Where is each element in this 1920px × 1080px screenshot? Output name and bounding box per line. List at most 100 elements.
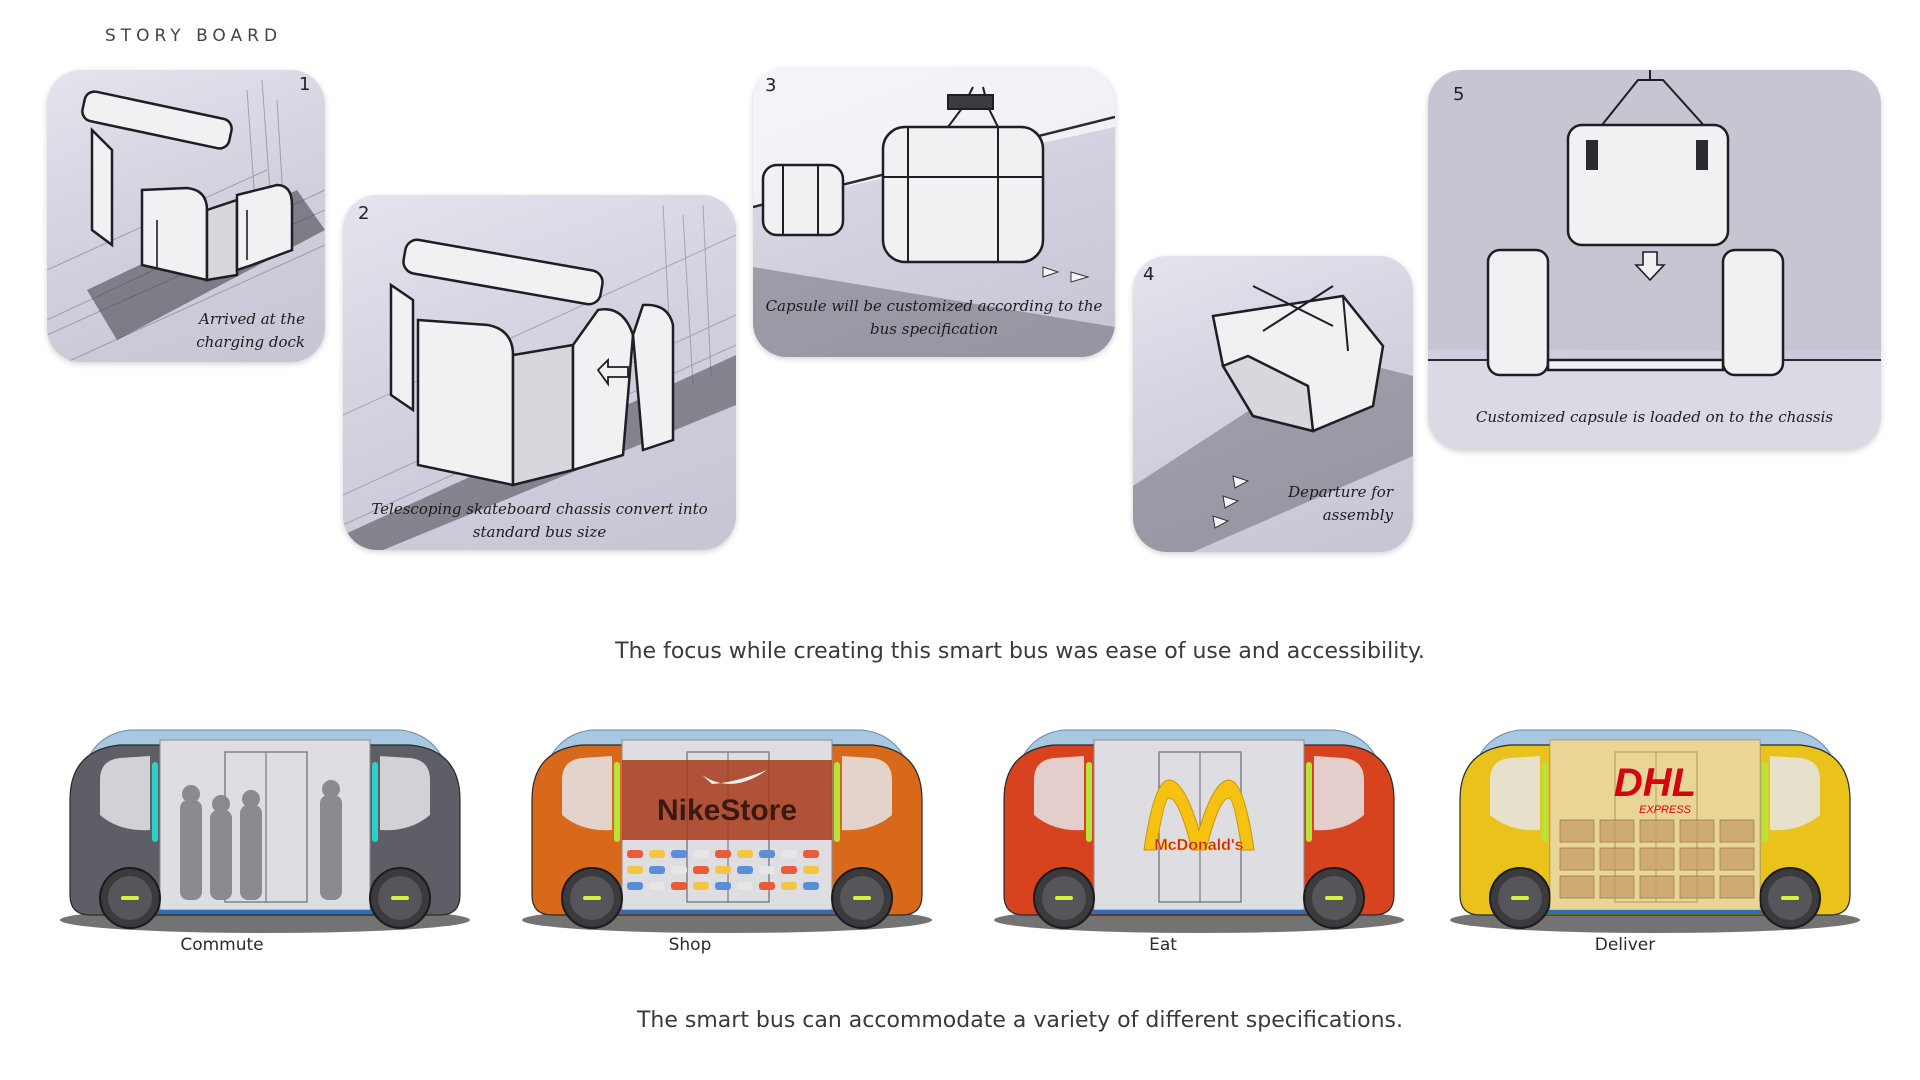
shoe-display (715, 882, 731, 890)
shoe-display (693, 882, 709, 890)
shoe-display (649, 850, 665, 858)
bus-accent-light (372, 762, 378, 842)
storyboard-panel-1: 1 Arrived at the charging dock (47, 70, 325, 362)
focus-statement: The focus while creating this smart bus … (615, 639, 1425, 664)
parcel-box (1639, 819, 1675, 843)
bus-accent-light (614, 762, 620, 842)
golden-arches-logo (1143, 779, 1255, 851)
bus-wheel-light (121, 896, 139, 900)
bus-floor-light (617, 910, 837, 914)
bus-accent-light (1762, 762, 1768, 842)
shoe-display (803, 866, 819, 874)
shoe-display (715, 866, 731, 874)
bus-commute (60, 720, 470, 944)
panel-caption-line: Capsule will be customized according to … (765, 297, 1103, 315)
bus-label: Shop (668, 935, 712, 955)
store-banner (622, 760, 832, 840)
bus-floor-light (1545, 910, 1765, 914)
bus-front-panel (562, 756, 612, 831)
shoe-display (627, 882, 643, 890)
storyboard-panel-5: 5 Customized capsule is loaded on to the… (1428, 70, 1881, 450)
swoosh-logo (702, 770, 767, 784)
parcel-box (1639, 875, 1675, 899)
shoe-display (671, 882, 687, 890)
closing-statement: The smart bus can accommodate a variety … (636, 1008, 1403, 1033)
bus-floor-light (1089, 910, 1309, 914)
panel-number: 1 (299, 74, 311, 95)
parcel-box (1719, 819, 1755, 843)
shoe-display (737, 866, 753, 874)
parcel-box (1559, 819, 1595, 843)
bus-illustration: McDonald's (994, 729, 1404, 933)
bus-accent-light (1306, 762, 1312, 842)
passenger-silhouette (320, 795, 342, 900)
panel-caption-line: Departure for (1288, 483, 1393, 501)
bus-capsule-window (1093, 739, 1305, 911)
bus-accent-light (1086, 762, 1092, 842)
panel-number: 5 (1453, 84, 1465, 105)
panel-caption-line: Customized capsule is loaded on to the c… (1475, 408, 1834, 426)
parcel-box (1599, 819, 1635, 843)
bus-wheel-light (583, 896, 601, 900)
passenger-silhouette (180, 800, 202, 900)
parcel-box (1599, 847, 1635, 871)
panel-3-sketch (753, 67, 1115, 357)
parcel-box (1679, 819, 1715, 843)
shoe-display (693, 866, 709, 874)
brand-name: McDonald's (1154, 837, 1243, 854)
parcel-box (1719, 847, 1755, 871)
shoe-display (715, 850, 731, 858)
bus-rear-panel (380, 756, 430, 831)
panel-4-sketch (1133, 285, 1413, 552)
bus-accent-light (152, 762, 158, 842)
shoe-display (759, 882, 775, 890)
shoe-display (649, 866, 665, 874)
storyboard-panel-2: 2 Telescoping skateboard chassis convert… (343, 195, 736, 550)
panel-caption-line: assembly (1322, 506, 1393, 524)
bus-wheel-light (853, 896, 871, 900)
panel-caption-line: charging dock (196, 333, 305, 351)
bus-wheel-light (1781, 896, 1799, 900)
panel-1-sketch (47, 79, 325, 362)
brand-name: NikeStore (657, 794, 797, 827)
bus-front-panel (1034, 756, 1084, 831)
panel-caption-line: Arrived at the (199, 310, 305, 328)
bus-illustration: NikeStore (522, 729, 932, 933)
shoe-display (737, 850, 753, 858)
shoe-display (671, 866, 687, 874)
bus-label: Commute (180, 935, 264, 955)
parcel-box (1559, 847, 1595, 871)
brand-subtitle: EXPRESS (1639, 804, 1692, 816)
bus-front-panel (100, 756, 150, 831)
bus-front-panel (1490, 756, 1540, 831)
bus-wheel-light (1325, 896, 1343, 900)
shoe-display (759, 850, 775, 858)
passenger-head (242, 790, 260, 808)
passenger-silhouette (240, 805, 262, 900)
bus-wheel-light (1511, 896, 1529, 900)
parcel-box (1599, 875, 1635, 899)
bus-accent-light (834, 762, 840, 842)
shoe-display (781, 866, 797, 874)
shoe-display (803, 882, 819, 890)
bus-rear-panel (1770, 756, 1820, 831)
parcel-box (1719, 875, 1755, 899)
bus-rear-panel (1314, 756, 1364, 831)
parcel-box (1559, 875, 1595, 899)
panel-5-sketch (1428, 70, 1881, 450)
bus-label: Deliver (1594, 935, 1656, 955)
bus-label: Eat (1149, 935, 1177, 955)
parcel-box (1639, 847, 1675, 871)
parcel-box (1679, 847, 1715, 871)
bus-illustration (60, 729, 470, 933)
bus-rear-panel (842, 756, 892, 831)
shoe-display (671, 850, 687, 858)
panel-number: 2 (358, 203, 370, 224)
passenger-head (182, 785, 200, 803)
passenger-head (212, 795, 230, 813)
shoe-display (759, 866, 775, 874)
bus-wheel-light (1055, 896, 1073, 900)
brand-name: DHL (1614, 761, 1696, 805)
